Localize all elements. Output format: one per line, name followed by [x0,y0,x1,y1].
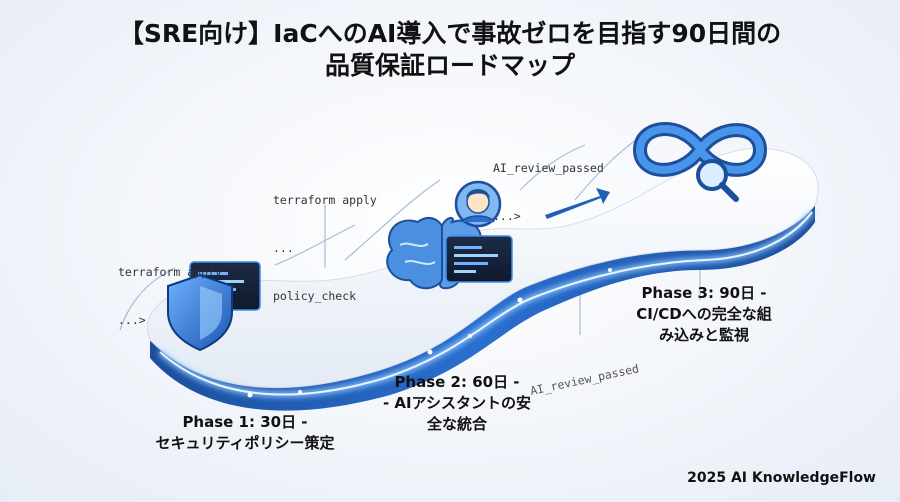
phase-1-label: Phase 1: 30日 - セキュリティポリシー策定 [140,412,350,454]
phase-1-desc: セキュリティポリシー策定 [155,434,335,452]
title-line-1: 【SRE向け】IaCへのAI導入で事故ゼロを目指す90日間の [118,19,782,48]
diagram-title: 【SRE向け】IaCへのAI導入で事故ゼロを目指す90日間の 品質保証ロードマッ… [0,18,900,82]
code-line: ...> [118,313,146,327]
code-line: ...> [493,209,521,223]
code-line: AI_review_passed [528,361,641,398]
code-line: policy_check [273,289,357,303]
magnifier-icon [696,159,739,202]
title-line-2: 品質保証ロードマップ [324,51,575,80]
code-snippet-left: terraform apply ...> [118,232,222,360]
roadmap-path-side [150,205,815,411]
phase-2-title: Phase 2: 60日 - [394,373,520,391]
phase-2-desc-2: 全な統合 [426,415,487,433]
phase-3-desc-2: み込みと監視 [658,326,749,344]
phase-3-title: Phase 3: 90日 - [641,284,767,302]
engineer-avatar-icon [454,180,502,228]
code-line: terraform apply [118,265,222,279]
code-line: AI_review_passed [493,161,604,175]
code-line: terraform apply [273,193,377,207]
phase-3-label: Phase 3: 90日 - CI/CDへの完全な組 み込みと監視 [614,283,794,346]
phase-3-desc-1: CI/CDへの完全な組 [636,305,772,323]
code-snippet-center: terraform apply ... policy_check [273,160,377,336]
phase-1-title: Phase 1: 30日 - [182,413,308,431]
credit-text: 2025 AI KnowledgeFlow [687,470,876,486]
code-line: ... [273,241,294,255]
code-window-icon-2 [445,235,513,283]
infinity-loop-icon [632,122,768,177]
roadmap-light-core [159,211,813,396]
shield-icon [167,273,233,352]
code-snippet-top-right: AI_review_passed ...> [493,128,604,256]
phase-2-desc-1: - AIアシスタントの安 [382,394,532,412]
phase-2-label: Phase 2: 60日 - - AIアシスタントの安 全な統合 [372,372,542,435]
sparkles [247,268,612,398]
